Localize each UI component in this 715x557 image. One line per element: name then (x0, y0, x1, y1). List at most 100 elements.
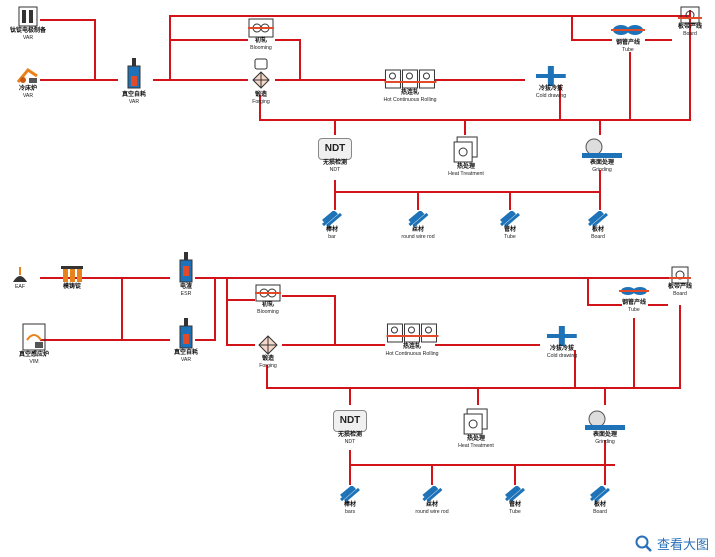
view-large-button[interactable]: 查看大图 (635, 534, 709, 553)
board-stack-icon (590, 486, 610, 502)
bottom-grinding-label: 表面处理 (592, 432, 617, 438)
bottom-tube-line-node: 钢管产线 Tube (619, 282, 649, 313)
ndt-en: NDT (329, 167, 341, 173)
tube-line-en: Tube (622, 47, 634, 53)
cold-drawing-icon (536, 66, 566, 86)
cold-drawing-label: 冷拔冷拔 (538, 86, 563, 92)
cold-furnace-en: VAR (22, 93, 34, 99)
tube-product: 管材 Tube (499, 211, 521, 240)
ingot-prep-node: 钛锭电极制备 VAR (10, 4, 46, 41)
bottom-bar-product: 棒材 bars (339, 486, 361, 515)
board-line-en: Board (683, 31, 697, 37)
heat-treatment-icon (453, 136, 478, 163)
wire-stack-icon (422, 486, 442, 502)
bottom-hot-rolling-label: 热连轧 (402, 344, 421, 350)
bottom-grinding-en: Grinding (595, 439, 615, 445)
bottom-tube-line-en: Tube (628, 307, 640, 313)
board-mill-icon (677, 6, 702, 24)
wire-stack-icon (408, 211, 428, 227)
heat-treatment-en: Heat Treatment (448, 171, 484, 177)
tube-mill-icon (619, 287, 649, 295)
ndt-badge: NDT (318, 138, 352, 160)
cold-furnace-label: 冷床炉 (18, 86, 37, 92)
vim-node: 真空感应炉 VIM (19, 322, 49, 365)
bottom-cold-drawing-label: 冷拔冷拔 (549, 346, 574, 352)
grinding-node: 表面处理 Grinding (582, 138, 622, 173)
mold-ingot-node: 模铸锭 (61, 264, 83, 291)
mold-ingot-label: 模铸锭 (62, 284, 81, 290)
blooming-en: Blooming (250, 45, 272, 51)
tube-label: 管材 (503, 227, 516, 233)
blooming-node: 初轧 Blooming (248, 18, 274, 51)
view-large-label: 查看大图 (656, 538, 709, 553)
bottom-cold-drawing-node: 冷拔冷拔 Cold drawing (547, 326, 577, 359)
bottom-board-line-label: 板带产线 (667, 284, 693, 290)
hot-rolling-en: Hot Continuous Rolling (383, 97, 437, 103)
bottom-wire-label: 丝材 (425, 502, 439, 508)
esr-furnace-icon (179, 252, 193, 283)
board-stack-icon (588, 211, 608, 227)
bottom-blooming-en: Blooming (257, 309, 279, 315)
forging-icon (258, 335, 278, 355)
bar-en: bar (328, 234, 336, 240)
bottom-ndt-label: 无损检测 (337, 432, 362, 438)
cold-drawing-en: Cold drawing (535, 93, 567, 99)
bottom-bar-en: bars (344, 509, 356, 515)
ingot-prep-en: VAR (22, 35, 34, 41)
tube-line-label: 钢管产线 (615, 40, 640, 46)
hot-rolling-mill-icon (386, 323, 438, 343)
esr-label: 电渣 (179, 284, 192, 290)
ingot-prep-label: 钛锭电极制备 (9, 28, 47, 34)
bottom-tube-line-label: 钢管产线 (621, 300, 646, 306)
vac-remelt-label: 真空自耗 (121, 92, 147, 98)
bottom-vac-remelt-en: VAR (180, 357, 192, 363)
ndt-label: 无损检测 (322, 160, 347, 166)
bottom-forging-label: 锻造 (261, 356, 274, 362)
bottom-blooming-label: 初轧 (261, 302, 274, 308)
eaf-furnace-icon (13, 267, 27, 282)
forging-en: Forging (252, 99, 270, 105)
bottom-heat-treatment-node: 热处理 Heat Treatment (458, 408, 494, 449)
bottom-tube-label: 管材 (508, 502, 521, 508)
board-label: 板材 (591, 227, 604, 233)
magnifier-icon (635, 535, 652, 552)
bottom-board-line-en: Board (673, 291, 687, 297)
bottom-forging-en: Forging (259, 363, 277, 369)
bottom-ndt-badge: NDT (333, 410, 367, 432)
bottom-board-label: 板材 (593, 502, 606, 508)
bottom-tube-en: Tube (509, 509, 521, 515)
electrode-prep-icon (18, 6, 38, 27)
forging-node: 锻造 Forging (249, 58, 273, 105)
tube-stack-icon (505, 486, 525, 502)
bottom-hot-rolling-en: Hot Continuous Rolling (385, 351, 439, 357)
bar-label: 棒材 (325, 227, 338, 233)
wire-en: round wire rod (401, 234, 435, 240)
wire-label: 丝材 (411, 227, 425, 233)
wire-product: 丝材 round wire rod (401, 211, 435, 240)
bottom-ndt-node: NDT 无损检测 NDT (333, 410, 367, 445)
hot-rolling-node: 热连轧 Hot Continuous Rolling (383, 68, 437, 103)
ndt-node: NDT 无损检测 NDT (318, 138, 352, 173)
bottom-board-product: 板材 Board (589, 486, 611, 515)
heat-treatment-node: 热处理 Heat Treatment (448, 136, 484, 177)
heat-treatment-icon (463, 408, 488, 435)
eaf-node: EAF (10, 266, 30, 290)
board-en: Board (591, 234, 605, 240)
grinding-icon (582, 138, 622, 158)
vac-remelt-node: 真空自耗 VAR (122, 58, 146, 105)
bottom-tube-product: 管材 Tube (504, 486, 526, 515)
bottom-board-line-node: 板带产线 Board (668, 266, 692, 297)
bottom-heat-treatment-en: Heat Treatment (458, 443, 494, 449)
vim-en: VIM (29, 359, 39, 365)
bottom-hot-rolling-node: 热连轧 Hot Continuous Rolling (385, 322, 439, 357)
hot-rolling-mill-icon (384, 69, 436, 89)
rolling-mill-icon (255, 284, 281, 302)
rolling-mill-icon (248, 18, 274, 38)
esr-node: 电渣 ESR (178, 252, 194, 297)
blooming-label: 初轧 (254, 38, 267, 44)
board-product: 板材 Board (587, 211, 609, 240)
tube-stack-icon (500, 211, 520, 227)
vac-remelt-en: VAR (128, 99, 140, 105)
cold-furnace-node: 冷床炉 VAR (15, 64, 41, 99)
